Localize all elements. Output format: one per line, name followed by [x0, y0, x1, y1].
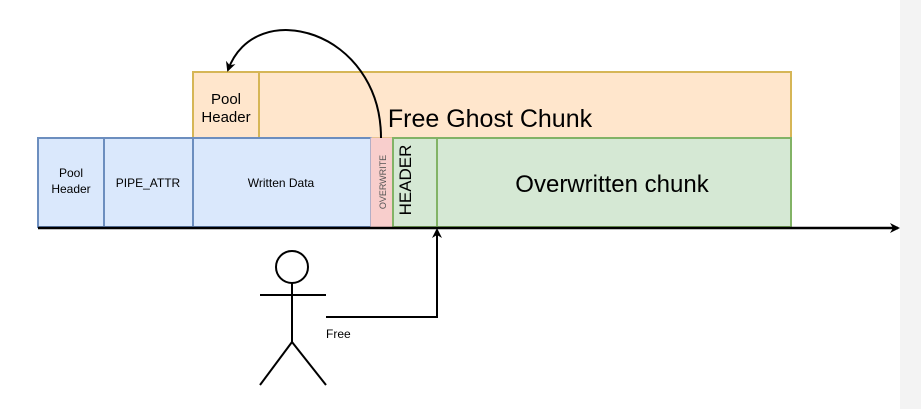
page-edge-strip: [900, 0, 921, 409]
ghost-pool-header-line1: Pool: [211, 91, 241, 108]
ghost-chunk-group: Pool Header Free Ghost Chunk: [192, 71, 792, 139]
diagram-canvas: Pool Header Free Ghost Chunk Pool Header…: [37, 29, 900, 386]
buffer-pool-header-line1: Pool: [59, 166, 83, 180]
free-arrow: [326, 228, 442, 318]
ghost-pointer-curve-arrow: [226, 29, 382, 139]
overwritten-header-box: [392, 137, 438, 228]
memory-layout-diagram: Pool Header Free Ghost Chunk Pool Header…: [37, 29, 900, 386]
overwrite-label: OVERWRITE: [378, 155, 388, 209]
overwritten-header-label: HEADER: [396, 145, 415, 216]
ghost-pool-header-line2: Header: [201, 109, 250, 126]
written-data-label: Written Data: [248, 176, 315, 190]
actor-stick-figure-icon: [259, 250, 327, 386]
buffer-pool-header-line2: Header: [51, 182, 90, 196]
ghost-pool-header-box: [192, 71, 260, 139]
overwritten-chunk-group: HEADER Overwritten chunk: [392, 137, 792, 228]
pipe-buffer-group: Pool Header PIPE_ATTR Written Data: [37, 137, 372, 228]
overwritten-chunk-label: Overwritten chunk: [515, 171, 709, 198]
pipe-attr-label: PIPE_ATTR: [116, 176, 181, 190]
ghost-chunk-box: [192, 71, 792, 139]
free-label: Free: [326, 327, 351, 341]
ghost-chunk-label: Free Ghost Chunk: [388, 105, 593, 133]
